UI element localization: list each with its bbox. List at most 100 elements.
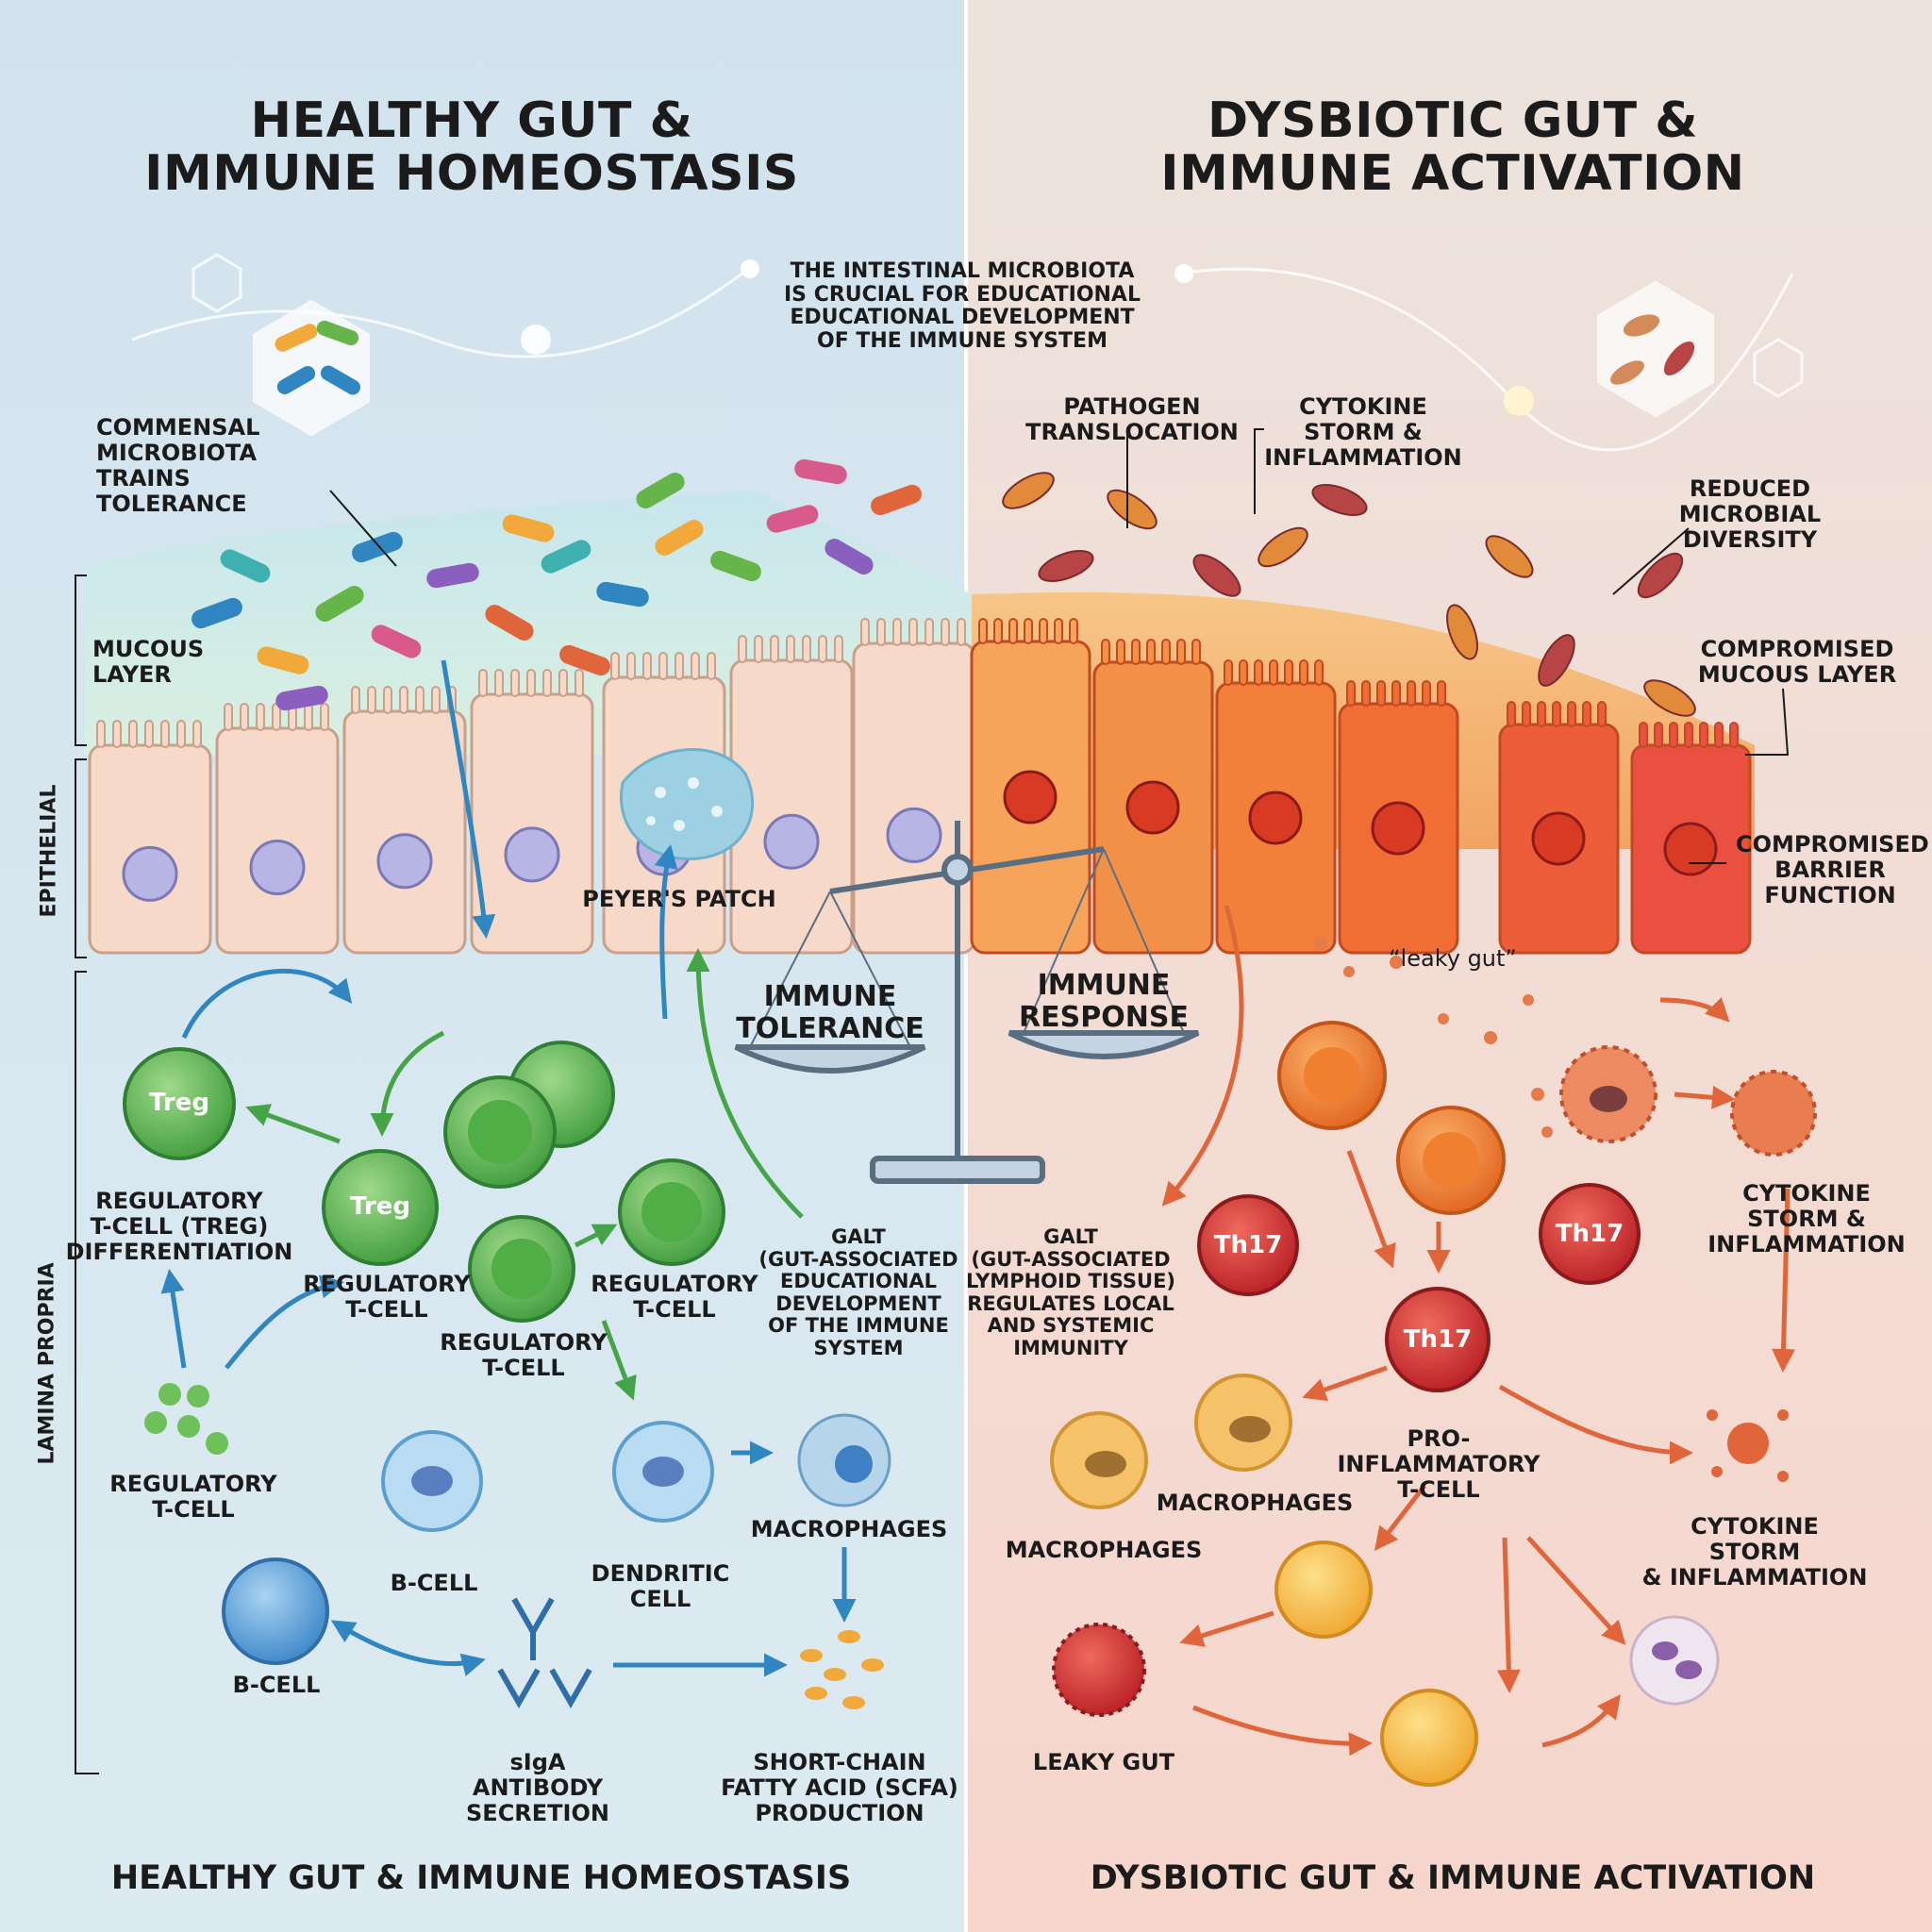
bacterium <box>275 685 328 711</box>
th17-badge-left: Th17 <box>1213 1231 1283 1259</box>
inflamed-epithelial-cell <box>1215 659 1337 955</box>
epithelial-cell <box>729 635 854 955</box>
bacterium <box>426 562 479 589</box>
pathogen <box>1192 554 1241 597</box>
macrophage-inflamed <box>1194 1374 1292 1472</box>
siga-secretion-label: sIgA ANTIBODY SECRETION <box>466 1749 609 1826</box>
healthy-panel-background <box>0 0 966 1932</box>
dendritic-cell-left <box>381 1430 483 1532</box>
green-cell-cluster <box>144 1383 228 1455</box>
macrophage-inflamed <box>1050 1411 1148 1509</box>
commensal-bacteria-hex-icon <box>253 299 370 437</box>
galt-dysbiotic-label: GALT (GUT-ASSOCIATED LYMPHOID TISSUE) RE… <box>965 1225 1176 1359</box>
leader-lines <box>329 428 1790 864</box>
treg-cell-large <box>123 1047 236 1160</box>
yellow-effector-cell <box>1274 1541 1373 1639</box>
green-t-cell <box>468 1215 575 1323</box>
healthy-panel-title: HEALTHY GUT & IMMUNE HOMEOSTASIS <box>144 92 799 203</box>
glow-node <box>1174 264 1193 283</box>
epithelial-cell <box>215 703 340 955</box>
immune-tolerance-label: IMMUNE TOLERANCE <box>736 980 924 1045</box>
b-cell-label-1: B-CELL <box>390 1570 478 1596</box>
siga-antibody-icon <box>497 1597 592 1709</box>
pathogen <box>1637 552 1684 599</box>
hexagon-decoration <box>1753 338 1804 398</box>
pathogen <box>1311 484 1368 516</box>
th17-badge-center: Th17 <box>1403 1325 1473 1354</box>
pathogen <box>1538 634 1575 687</box>
lamina-propria-label: LAMINA PROPRIA <box>35 1262 59 1465</box>
pathogen <box>1002 472 1055 509</box>
healthy-footer-title: HEALTHY GUT & IMMUNE HOMEOSTASIS <box>110 1859 852 1897</box>
macrophage-healthy <box>797 1413 891 1507</box>
orange-immune-cell <box>1277 1021 1387 1130</box>
bacterium <box>485 605 534 641</box>
scfa-particles <box>800 1630 884 1709</box>
pro-inflammatory-tcell-label: PRO-INFLAMMATORY T-CELL <box>1337 1425 1541 1503</box>
cytokine-storm-top-label: CYTOKINE STORM & INFLAMMATION <box>1264 393 1462 471</box>
green-t-cell-pair <box>443 1041 615 1189</box>
macrophages-healthy-label: MACROPHAGES <box>750 1516 948 1542</box>
spiky-inflamed-cell <box>1730 1070 1817 1157</box>
orange-immune-cell <box>1396 1106 1506 1215</box>
glow-node <box>521 325 551 355</box>
th17-cell-left <box>1197 1194 1299 1296</box>
pathogen <box>1038 550 1094 582</box>
galt-healthy-label: GALT (GUT-ASSOCIATED EDUCATIONAL DEVELOP… <box>758 1225 958 1359</box>
treg-badge: Treg <box>350 1192 410 1221</box>
dysbiotic-footer-title: DYSBIOTIC GUT & IMMUNE ACTIVATION <box>1090 1859 1816 1897</box>
dysbiotic-panel-background <box>966 0 1932 1932</box>
bacterium <box>541 540 591 574</box>
bacterium <box>192 597 242 629</box>
reduced-diversity-label: REDUCED MICROBIAL DIVERSITY <box>1678 475 1822 553</box>
dysbiotic-flow-arrows <box>1161 905 1796 1757</box>
yellow-effector-cell <box>1380 1689 1478 1787</box>
bacterium <box>824 539 874 575</box>
th17-cell-center <box>1385 1287 1491 1392</box>
neutrophil-cell <box>1629 1615 1720 1706</box>
inflamed-epithelial-cell <box>970 618 1091 955</box>
pathogen <box>1257 526 1308 568</box>
regulatory-tcell-label-2: REGULATORY T-CELL <box>440 1329 608 1381</box>
b-cell-large <box>222 1557 329 1665</box>
compromised-mucous-label: COMPROMISED MUCOUS LAYER <box>1697 636 1897 688</box>
center-note: THE INTESTINAL MICROBIOTA IS CRUCIAL FOR… <box>784 259 1141 353</box>
dysbiotic-panel-title: DYSBIOTIC GUT & IMMUNE ACTIVATION <box>1160 92 1745 203</box>
bacterium <box>710 550 761 582</box>
treg-badge-large: Treg <box>149 1089 209 1117</box>
leaky-gut-quote-label: “leaky gut” <box>1389 945 1517 972</box>
dendritic-cell-label: DENDRITIC CELL <box>591 1560 730 1612</box>
bacterium <box>636 473 685 508</box>
green-t-cell <box>618 1158 725 1266</box>
peyers-patch-label: PEYER'S PATCH <box>582 886 776 912</box>
glow-node <box>741 259 759 278</box>
bacterium <box>371 625 422 658</box>
hexagon-decoration <box>192 253 242 313</box>
epithelial-cell <box>342 686 467 955</box>
leaky-gut-label: LEAKY GUT <box>1032 1749 1175 1775</box>
macrophages-dysbiotic-label-1: MACROPHAGES <box>1156 1490 1354 1516</box>
bacterium <box>766 505 819 533</box>
epithelial-label: EPITHELIAL <box>37 784 61 918</box>
immune-response-label: IMMUNE RESPONSE <box>1019 969 1189 1034</box>
balance-scale-icon <box>734 821 1200 1184</box>
bacterium <box>871 484 922 516</box>
bacterium <box>655 520 704 556</box>
inflammatory-debris <box>1314 937 1553 1138</box>
epithelial-cell <box>88 720 212 955</box>
regulatory-tcell-label-4: REGULATORY T-CELL <box>109 1471 277 1523</box>
mucous-layer-label: MUCOUS LAYER <box>92 636 205 688</box>
b-cell-label-2: B-CELL <box>232 1672 321 1698</box>
inflamed-epithelial-cell <box>1092 639 1214 955</box>
red-spiky-cell <box>1052 1623 1146 1717</box>
bacterium <box>352 531 403 563</box>
th17-cell-right <box>1539 1183 1641 1285</box>
pathogen <box>1643 679 1696 717</box>
bacterium <box>502 514 555 542</box>
spiky-inflamed-cell <box>1559 1045 1657 1143</box>
treg-cell <box>322 1149 439 1266</box>
pathogen-translocation-label: PATHOGEN TRANSLOCATION <box>1025 393 1239 445</box>
cytokine-burst-icon <box>1707 1409 1789 1482</box>
